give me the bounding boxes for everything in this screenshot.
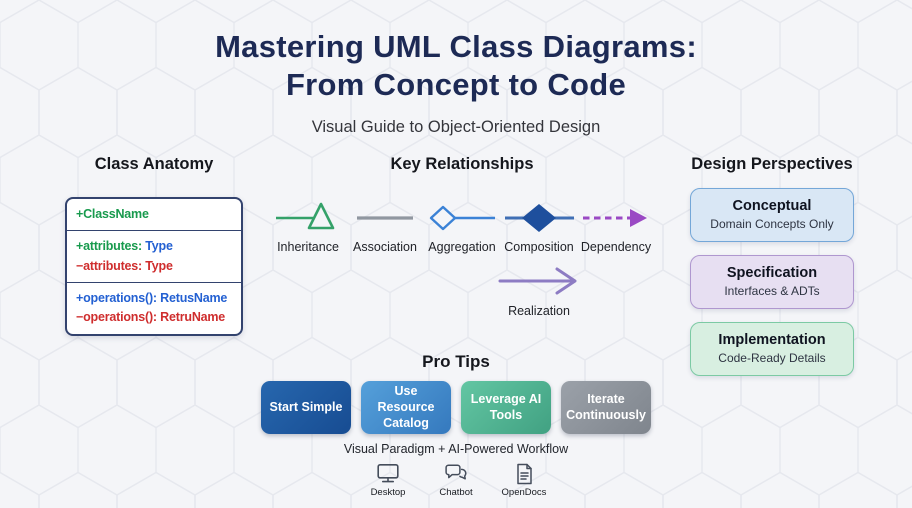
perspective-card-subtitle: Code-Ready Details: [718, 350, 826, 365]
operation-row-private: −operations(): RetruName: [76, 308, 232, 327]
relationship-composition: Composition: [503, 197, 576, 254]
uml-class-box: +ClassName +attributes: Type −attributes…: [65, 196, 243, 336]
pro-tips-section: Pro Tips Start Simple Use Resource Catal…: [0, 352, 912, 435]
relationship-inheritance: Inheritance: [272, 197, 345, 254]
relationship-legend-row: Inheritance Association Aggregation Comp…: [262, 197, 662, 254]
composition-diamond-icon: [504, 203, 574, 232]
relationship-label: Dependency: [580, 239, 652, 254]
chatbot-icon: [445, 464, 467, 480]
pro-tips-heading: Pro Tips: [422, 352, 490, 371]
page-title: Mastering UML Class Diagrams: From Conce…: [0, 28, 912, 105]
relationship-label: Composition: [504, 239, 574, 254]
inheritance-triangle-icon: [275, 202, 334, 230]
footer-item-chatbot: Chatbot: [429, 462, 483, 498]
perspective-card-title: Specification: [726, 264, 818, 281]
operation-name: −operations():: [76, 310, 157, 325]
operations-compartment: +operations(): RetusName −operations(): …: [67, 283, 241, 334]
attribute-name: +attributes:: [76, 239, 143, 254]
class-anatomy-heading: Class Anatomy: [94, 155, 214, 173]
attribute-type: Type: [145, 239, 173, 254]
tip-start-simple: Start Simple: [261, 381, 351, 435]
relationship-label: Aggregation: [428, 239, 496, 254]
footer-item-label: OpenDocs: [501, 487, 547, 498]
attributes-compartment: +attributes: Type −attributes: Type: [67, 231, 241, 283]
realization-open-arrow-icon: [498, 267, 577, 295]
perspective-card-specification: Specification Interfaces & ADTs: [690, 254, 854, 309]
operation-return-type: RetruName: [160, 310, 226, 325]
page-subtitle: Visual Guide to Object-Oriented Design: [311, 118, 601, 136]
tip-use-resource-catalog: Use Resource Catalog: [361, 381, 451, 435]
relationship-realization: Realization: [339, 266, 739, 318]
key-relationships-heading: Key Relationships: [390, 155, 534, 173]
footer: Visual Paradigm + AI-Powered Workflow De…: [0, 442, 912, 498]
perspective-card-subtitle: Interfaces & ADTs: [724, 283, 820, 298]
class-name-row: +ClassName: [76, 205, 232, 224]
relationship-association: Association: [349, 197, 422, 254]
perspective-card-conceptual: Conceptual Domain Concepts Only: [690, 187, 854, 242]
relationship-label: Inheritance: [277, 239, 339, 254]
footer-item-desktop: Desktop: [361, 462, 415, 498]
operation-return-type: RetusName: [160, 290, 228, 305]
footer-item-opendocs: OpenDocs: [497, 462, 551, 498]
attribute-name: −attributes:: [76, 258, 143, 273]
perspective-card-title: Implementation: [718, 331, 826, 348]
perspective-card-title: Conceptual: [732, 197, 812, 214]
desktop-icon: [377, 463, 399, 483]
attribute-row-public: +attributes: Type: [76, 237, 232, 256]
class-anatomy-section: Class Anatomy +ClassName +attributes: Ty…: [40, 155, 268, 336]
perspective-card-implementation: Implementation Code-Ready Details: [690, 321, 854, 376]
relationship-dependency: Dependency: [580, 197, 653, 254]
perspective-card-subtitle: Domain Concepts Only: [710, 216, 834, 231]
relationship-label: Association: [353, 239, 417, 254]
footer-icons-row: Desktop Chatbot OpenDocs: [0, 462, 912, 498]
design-perspectives-heading: Design Perspectives: [691, 155, 853, 173]
operation-name: +operations():: [76, 290, 157, 305]
tip-leverage-ai-tools: Leverage AI Tools: [461, 381, 551, 435]
tip-iterate-continuously: Iterate Continuously: [561, 381, 651, 435]
footer-item-label: Desktop: [370, 487, 406, 498]
footer-workflow-text: Visual Paradigm + AI-Powered Workflow: [343, 442, 569, 456]
key-relationships-section: Key Relationships Inheritance Associatio…: [262, 155, 662, 318]
relationship-label: Realization: [508, 303, 570, 318]
opendocs-icon: [517, 463, 532, 485]
footer-item-label: Chatbot: [439, 487, 473, 498]
attribute-row-private: −attributes: Type: [76, 257, 232, 276]
page-title-line1: Mastering UML Class Diagrams:: [215, 29, 697, 64]
attribute-type: Type: [145, 258, 173, 273]
dependency-dashed-arrow-icon: [582, 208, 647, 227]
aggregation-diamond-icon: [429, 205, 495, 230]
relationship-aggregation: Aggregation: [426, 197, 499, 254]
design-perspectives-section: Design Perspectives Conceptual Domain Co…: [690, 155, 854, 376]
pro-tips-button-row: Start Simple Use Resource Catalog Levera…: [0, 381, 912, 435]
association-line-icon: [356, 216, 413, 220]
class-name-text: +ClassName: [76, 206, 149, 221]
class-name-compartment: +ClassName: [67, 199, 241, 232]
page-title-line2: From Concept to Code: [285, 67, 627, 103]
operation-row-public: +operations(): RetusName: [76, 289, 232, 308]
